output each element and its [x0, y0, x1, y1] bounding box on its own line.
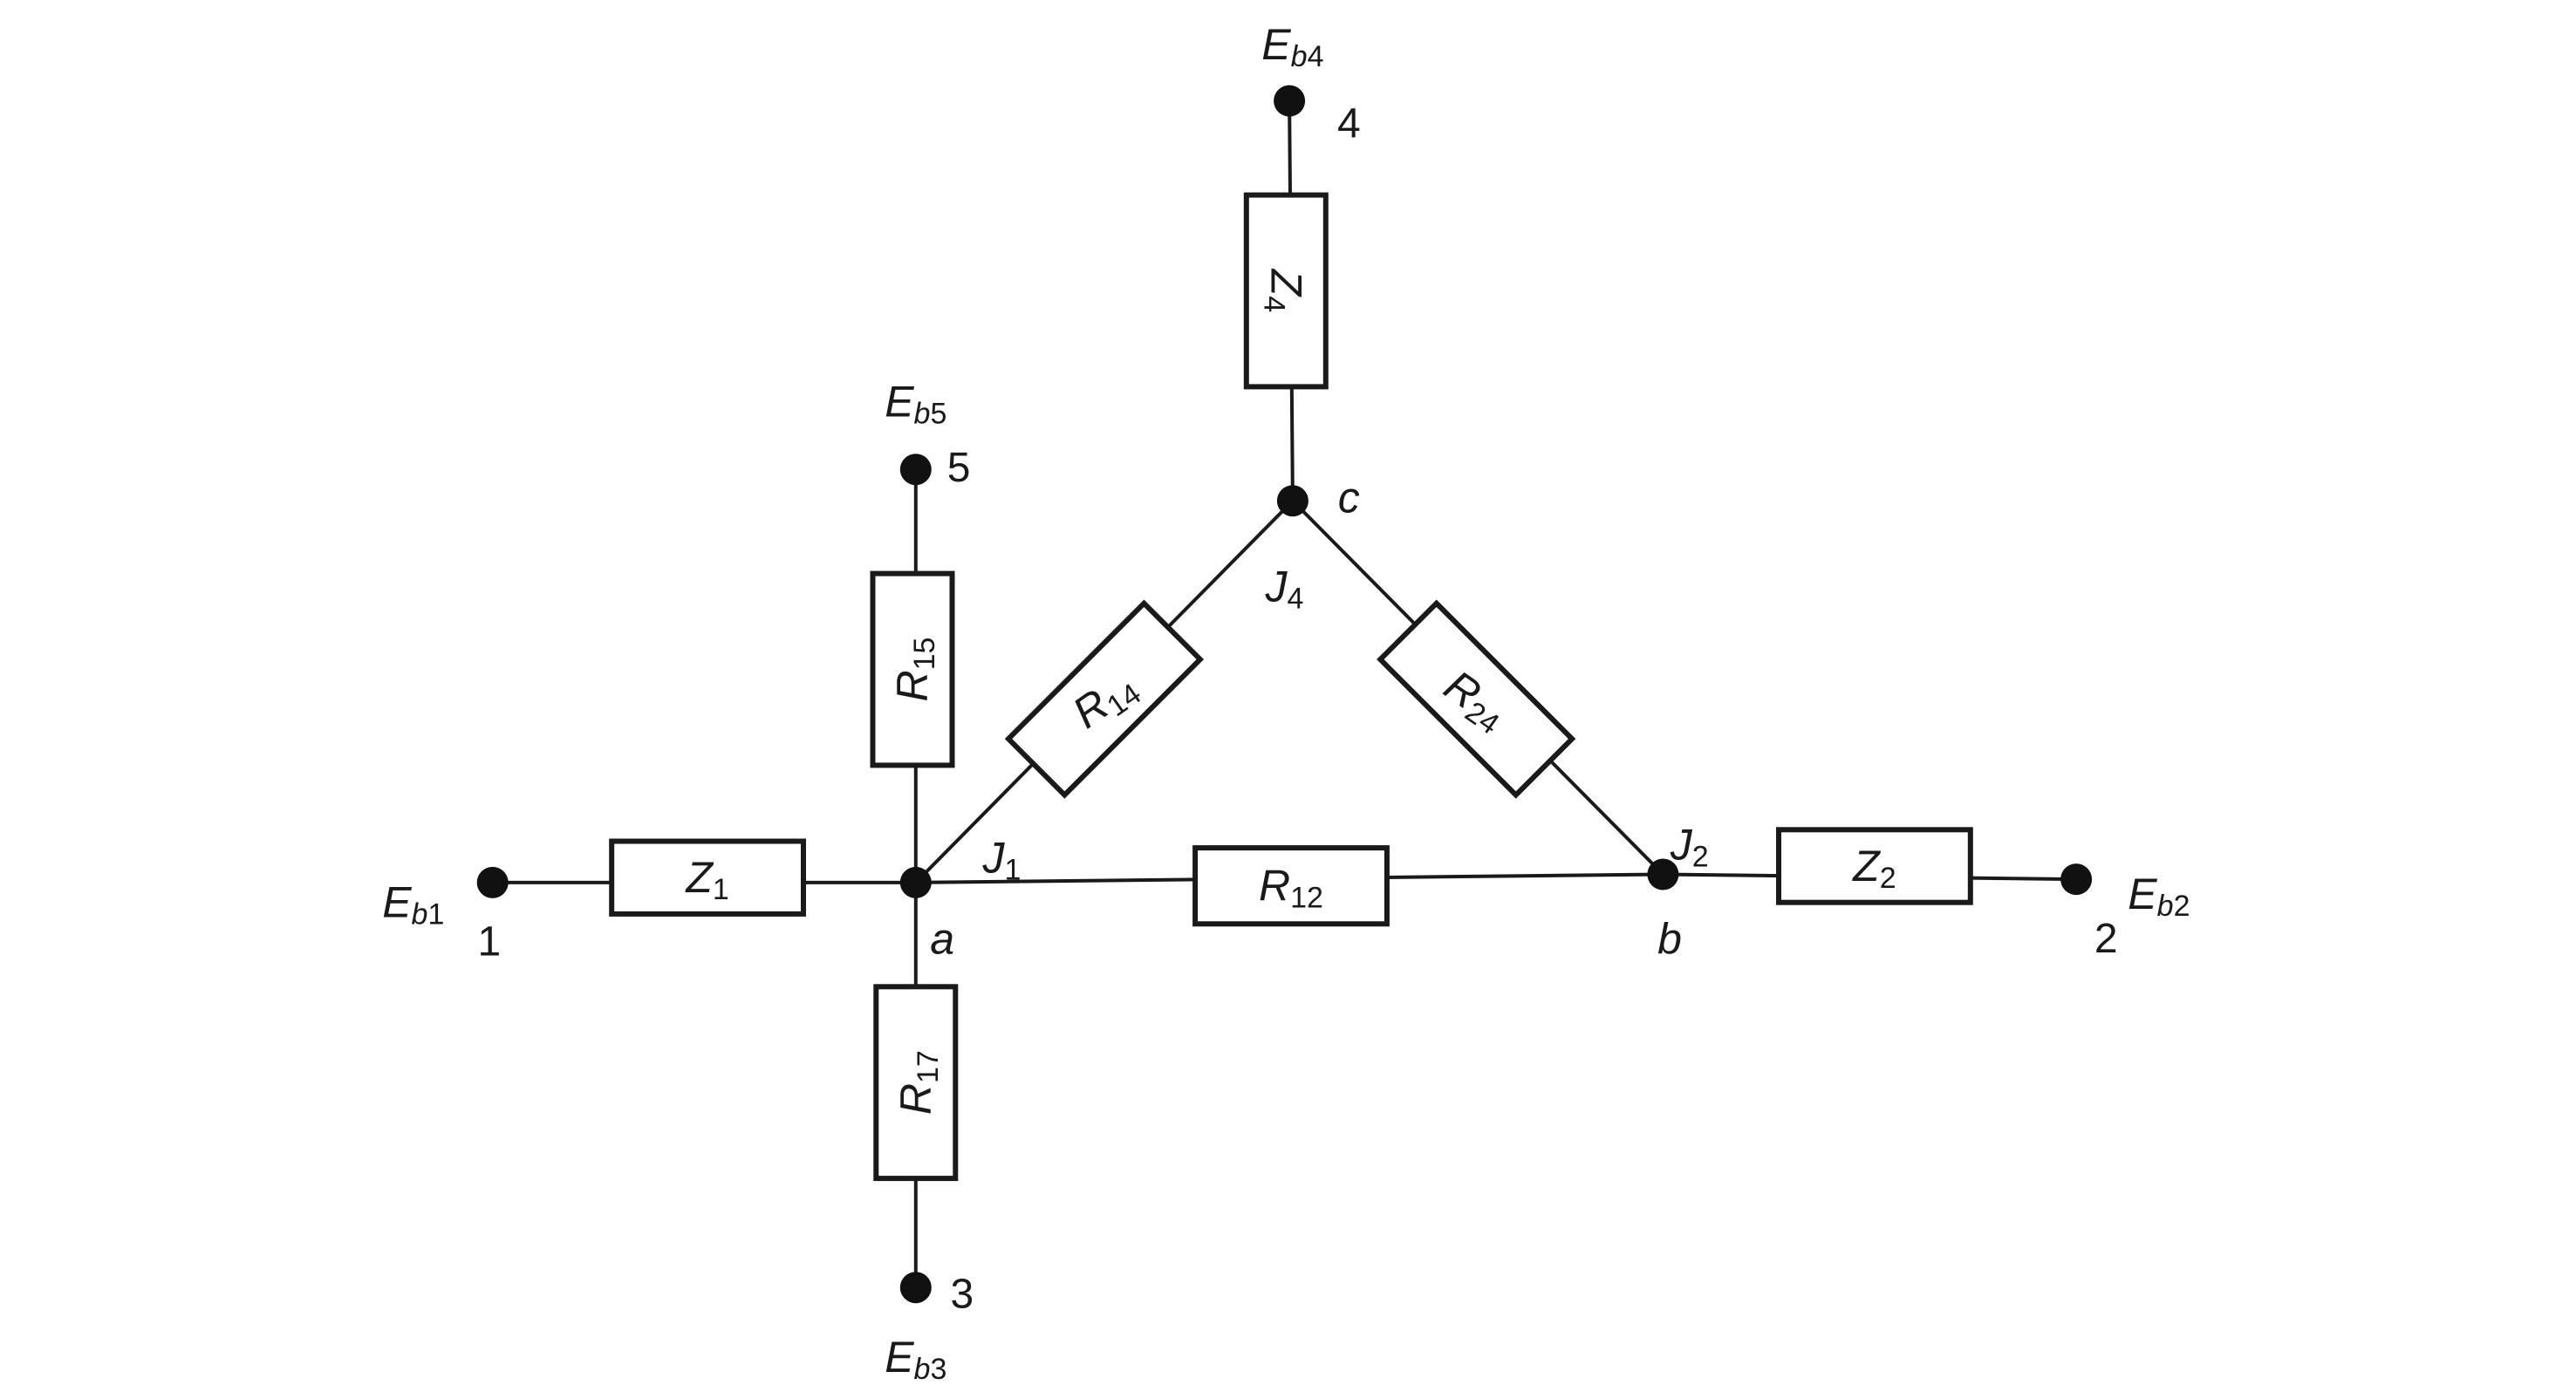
terminal-number-5: 5: [947, 445, 971, 491]
source-label-3: Eb3: [885, 1333, 946, 1386]
component-label: R12: [1259, 862, 1323, 915]
source-label-2: Eb2: [2128, 870, 2190, 923]
component-z4: Z4: [1243, 192, 1329, 390]
node-a-dot: [899, 866, 932, 898]
component-label: Z1: [685, 853, 728, 906]
terminal-number-3: 3: [951, 1271, 974, 1317]
source-label-4: Eb4: [1261, 20, 1323, 73]
component-r12: R12: [1192, 845, 1390, 927]
terminal-5-dot: [899, 454, 932, 486]
terminal-2-dot: [2060, 863, 2093, 896]
component-box: [870, 570, 955, 768]
component-label: Z4: [1257, 269, 1310, 312]
component-box: [1775, 827, 1973, 905]
component-r24: R24: [1377, 599, 1576, 799]
terminal-number-1: 1: [478, 919, 502, 966]
component-r14: R14: [1004, 599, 1205, 799]
component-box: [1192, 845, 1390, 927]
terminal-4-dot: [1274, 85, 1306, 117]
component-box: [609, 838, 806, 917]
component-box: [873, 984, 959, 1182]
terminal-3-dot: [899, 1272, 932, 1304]
node-label-a: a: [930, 914, 954, 963]
node-b-dot: [1647, 858, 1679, 890]
terminal-1-dot: [476, 866, 509, 898]
source-label-1: Eb1: [382, 878, 444, 931]
component-r17: R17: [873, 984, 959, 1182]
component-box: [1004, 599, 1205, 799]
junction-label-c: J4: [1264, 563, 1303, 616]
junction-label-b: J2: [1670, 820, 1709, 873]
node-label-c: c: [1338, 473, 1360, 522]
component-box: [1243, 192, 1329, 390]
component-label: R17: [892, 1050, 945, 1115]
source-label-5: Eb5: [885, 378, 946, 431]
component-label: Z2: [1852, 842, 1896, 895]
component-label: R15: [888, 638, 941, 702]
node-label-b: b: [1657, 914, 1682, 963]
component-r15: R15: [870, 570, 955, 768]
component-z2: Z2: [1775, 827, 1973, 905]
junction-label-a: J1: [981, 834, 1021, 887]
component-z1: Z1: [609, 838, 806, 917]
terminal-number-4: 4: [1337, 101, 1361, 147]
terminal-number-2: 2: [2094, 916, 2118, 962]
component-box: [1377, 599, 1576, 799]
node-c-dot: [1276, 485, 1308, 517]
